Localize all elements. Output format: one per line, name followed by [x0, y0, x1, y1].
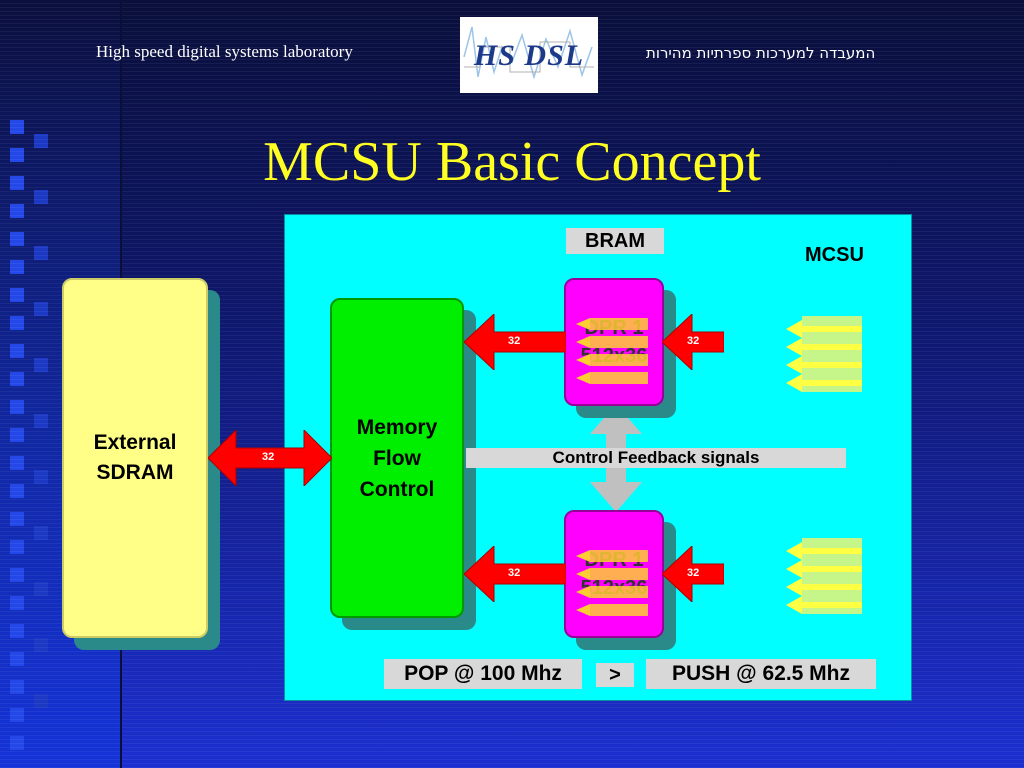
- dpr-bottom-fifo-stripes: [570, 550, 648, 622]
- decor-square: [10, 540, 24, 554]
- decor-square: [10, 596, 24, 610]
- push-rate-label: PUSH @ 62.5 Mhz: [646, 659, 876, 689]
- dpr-top-in-width-label: 32: [687, 335, 700, 347]
- decor-square: [10, 512, 24, 526]
- decor-square: [10, 400, 24, 414]
- decor-square: [34, 526, 48, 540]
- mfc-label-line3: Control: [359, 478, 435, 501]
- decor-square: [10, 176, 24, 190]
- decor-square: [10, 260, 24, 274]
- comparison-sign: >: [596, 663, 634, 687]
- memory-flow-control-block: Memory Flow Control: [330, 298, 464, 618]
- decor-square: [10, 288, 24, 302]
- input-to-dpr-bottom-arrow: [662, 546, 724, 602]
- slide-title: MCSU Basic Concept: [263, 131, 761, 193]
- lab-name-hebrew: המעבדה למערכות ספרתיות מהירות: [646, 44, 876, 62]
- decor-square: [10, 148, 24, 162]
- decor-square: [10, 484, 24, 498]
- decor-square: [10, 316, 24, 330]
- dpr-top-to-mfc-arrow: [464, 314, 566, 370]
- logo-text: HS DSL: [473, 39, 585, 72]
- decor-square: [10, 372, 24, 386]
- decor-square: [10, 232, 24, 246]
- dpr-top-out-width-label: 32: [508, 335, 521, 347]
- input-stream-bottom: [784, 538, 864, 614]
- external-sdram-block: External SDRAM: [62, 278, 208, 638]
- bram-label: BRAM: [566, 228, 664, 254]
- decor-square: [34, 302, 48, 316]
- mfc-label-line1: Memory: [356, 416, 438, 439]
- decor-square: [34, 190, 48, 204]
- decor-square: [10, 736, 24, 750]
- sdram-bus-width-label: 32: [262, 451, 275, 463]
- lab-name-english: High speed digital systems laboratory: [96, 42, 353, 61]
- decor-square: [10, 344, 24, 358]
- mfc-label-line2: Flow: [373, 447, 421, 470]
- dpr-bottom-to-mfc-arrow: [464, 546, 566, 602]
- sdram-label-line1: External: [93, 431, 177, 454]
- pop-rate-label: POP @ 100 Mhz: [384, 659, 582, 689]
- control-feedback-signals-bar: Control Feedback signals: [466, 448, 846, 468]
- logo-waveform: [463, 26, 594, 80]
- dpr-top-fifo-stripes: [570, 318, 648, 390]
- sdram-mfc-double-arrow: [208, 430, 332, 486]
- input-to-dpr-top-arrow: [662, 314, 724, 370]
- decor-square: [10, 624, 24, 638]
- decor-square: [34, 134, 48, 148]
- dpr-bottom-in-width-label: 32: [687, 567, 700, 579]
- decor-square: [34, 414, 48, 428]
- dpr-bottom-out-width-label: 32: [508, 567, 521, 579]
- input-stream-top: [784, 316, 864, 392]
- decor-square: [10, 456, 24, 470]
- mcsu-label: MCSU: [805, 244, 864, 266]
- decor-square: [34, 582, 48, 596]
- decor-square: [10, 204, 24, 218]
- lab-logo: HS DSL: [460, 17, 598, 93]
- decor-square: [10, 568, 24, 582]
- decor-square: [34, 694, 48, 708]
- decor-square: [10, 652, 24, 666]
- decor-square: [34, 246, 48, 260]
- sdram-label-line2: SDRAM: [96, 461, 174, 484]
- decor-square: [10, 680, 24, 694]
- decor-square: [10, 120, 24, 134]
- decor-square: [10, 428, 24, 442]
- decor-square: [10, 708, 24, 722]
- decor-square: [34, 358, 48, 372]
- decor-square: [34, 638, 48, 652]
- decor-square: [34, 470, 48, 484]
